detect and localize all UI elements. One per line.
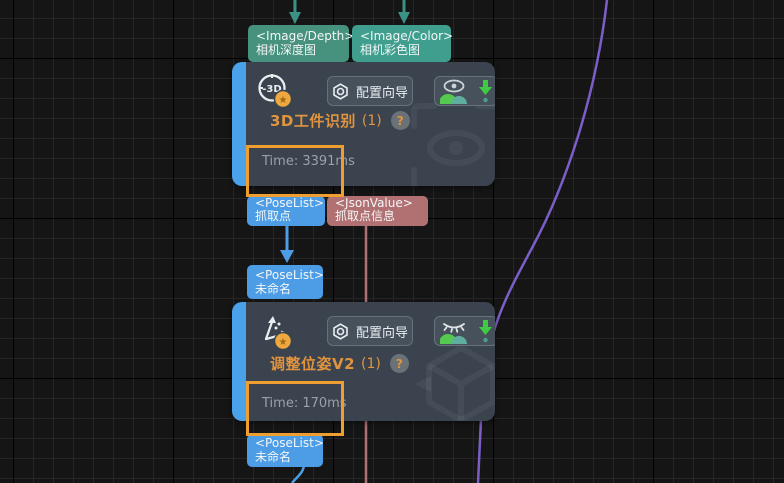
port-type: <PoseList>: [255, 196, 324, 210]
star-badge-icon: [273, 331, 293, 351]
output-port-poselist-grasp[interactable]: <PoseList> 抓取点: [247, 196, 325, 226]
help-button[interactable]: ?: [389, 354, 409, 373]
execution-time-label: Time: 3391ms: [262, 154, 355, 169]
visualization-button-group[interactable]: [434, 316, 495, 346]
visualization-button-group[interactable]: [434, 76, 495, 106]
input-port-image-color[interactable]: <Image/Color> 相机彩色图: [352, 25, 454, 62]
eye-open-preview-icon: [439, 79, 467, 104]
svg-text:★: ★: [279, 95, 288, 106]
execution-time-label: Time: 170ms: [262, 396, 347, 411]
adjust-pose-icon: ★: [264, 316, 293, 351]
port-type: <PoseList>: [255, 436, 324, 450]
eye-closed-preview-icon: [439, 323, 467, 344]
port-label: 抓取点信息: [335, 209, 396, 223]
input-port-poselist-unnamed[interactable]: <PoseList> 未命名: [247, 265, 324, 299]
download-arrow-icon[interactable]: [478, 79, 493, 103]
config-wizard-label: 配置向导: [355, 85, 408, 101]
svg-text:-3D: -3D: [262, 84, 281, 95]
port-type: <Image/Color>: [360, 29, 454, 43]
wire-purple[interactable]: [476, 0, 609, 483]
node-instance-count: (1): [361, 355, 381, 372]
star-badge-icon: [273, 89, 293, 109]
help-button[interactable]: ?: [390, 111, 410, 130]
wire-poselist-to-input[interactable]: [280, 226, 294, 263]
cube-watermark-icon: [415, 345, 495, 421]
port-label: 相机彩色图: [360, 43, 421, 57]
node-instance-count: (1): [361, 112, 382, 129]
port-type: <Image/Depth>: [256, 29, 355, 43]
node-selected-bar: [232, 62, 246, 186]
node-title: 调整位姿V2: [270, 355, 356, 373]
port-type: <PoseList>: [255, 268, 324, 282]
download-arrow-icon[interactable]: [478, 319, 493, 343]
node-selected-bar: [232, 302, 246, 421]
output-port-jsonvalue-grasp-info[interactable]: <JsonValue> 抓取点信息: [327, 196, 428, 226]
node-adjust-pose-v2[interactable]: ★ 配置向导: [232, 302, 495, 421]
recognition-watermark-icon: [411, 103, 495, 186]
port-label: 未命名: [255, 282, 292, 296]
port-label: 相机深度图: [256, 43, 317, 57]
wire-camera-color[interactable]: [398, 0, 410, 24]
config-wizard-button[interactable]: 配置向导: [327, 76, 413, 106]
port-label: 抓取点: [255, 209, 292, 223]
input-port-image-depth[interactable]: <Image/Depth> 相机深度图: [248, 25, 355, 62]
3d-recognition-icon: -3D ★: [258, 74, 293, 109]
port-type: <JsonValue>: [335, 196, 413, 210]
gear-icon: [333, 82, 348, 100]
config-wizard-button[interactable]: 配置向导: [327, 316, 413, 346]
output-port-poselist-unnamed[interactable]: <PoseList> 未命名: [247, 434, 324, 467]
port-label: 未命名: [255, 450, 292, 464]
node-title: 3D工件识别: [270, 112, 356, 130]
node-3d-workpiece-recognition[interactable]: -3D ★ 配置向导: [232, 62, 495, 186]
gear-icon: [333, 322, 348, 340]
config-wizard-label: 配置向导: [355, 325, 408, 341]
wire-camera-depth[interactable]: [289, 0, 301, 24]
svg-text:★: ★: [279, 337, 288, 348]
